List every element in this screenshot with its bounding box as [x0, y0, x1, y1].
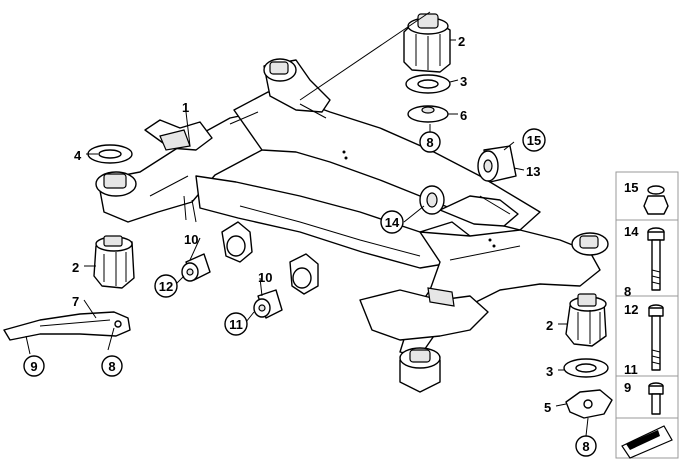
callout-14: 14 [385, 215, 400, 230]
fastener-panel: 15 14 8 12 11 9 [615, 171, 679, 459]
circled-callouts: 8 8 8 9 11 12 14 15 [23, 128, 597, 457]
callout-10-upper: 10 [184, 232, 198, 247]
callout-13: 13 [526, 164, 540, 179]
axle-carrier-frame [97, 59, 601, 357]
panel-label-15: 15 [624, 180, 638, 195]
frame-mount-left-front [95, 171, 137, 197]
callout-2-left: 2 [72, 260, 79, 275]
bolt-icon [648, 304, 664, 371]
panel-label-8: 8 [624, 284, 631, 299]
callout-11: 11 [229, 317, 243, 332]
callout-8-left: 8 [108, 359, 115, 374]
callout-2-right: 2 [546, 318, 553, 333]
callout-1: 1 [182, 100, 189, 115]
callout-labels: 1 2 2 2 3 3 4 5 6 7 10 10 13 [72, 34, 553, 415]
bushing-upper [181, 253, 211, 282]
nut-icon [643, 185, 669, 215]
rubber-mount-left [93, 235, 135, 289]
rubber-mount-right [565, 293, 607, 347]
callout-15: 15 [527, 133, 541, 148]
washer-bottom-right [563, 358, 609, 378]
mounting-ring [419, 185, 445, 215]
callout-5: 5 [544, 400, 551, 415]
panel-label-11: 11 [624, 362, 638, 377]
frame-mount-top [263, 58, 297, 82]
callout-2-top: 2 [458, 34, 465, 49]
callout-10-lower: 10 [258, 270, 272, 285]
long-bolt-icon [647, 227, 665, 291]
frame-mount-right [571, 232, 609, 256]
frame-mount-bottom [399, 347, 441, 393]
callout-3-bottom: 3 [546, 364, 553, 379]
panel-label-9: 9 [624, 380, 631, 395]
callout-8-top: 8 [426, 135, 433, 150]
callout-12: 12 [159, 279, 173, 294]
callout-8-bottom: 8 [582, 439, 589, 454]
bracket-plate-left [3, 311, 131, 341]
callout-6: 6 [460, 108, 467, 123]
arrow-icon [621, 425, 673, 459]
callout-9: 9 [30, 359, 37, 374]
bushing-right-top [477, 145, 517, 183]
washer-top [405, 74, 451, 94]
leader-lines [25, 11, 589, 437]
stop-plate-top [407, 105, 449, 123]
callout-7: 7 [72, 294, 79, 309]
panel-label-12: 12 [624, 302, 638, 317]
short-bolt-icon [648, 382, 664, 415]
panel-label-14: 14 [624, 224, 639, 239]
stop-plate-bottom-right [565, 389, 613, 419]
callout-4: 4 [74, 148, 82, 163]
rubber-mount-top-right [403, 13, 451, 73]
bushing-lower [253, 289, 283, 319]
callout-3-top: 3 [460, 74, 467, 89]
